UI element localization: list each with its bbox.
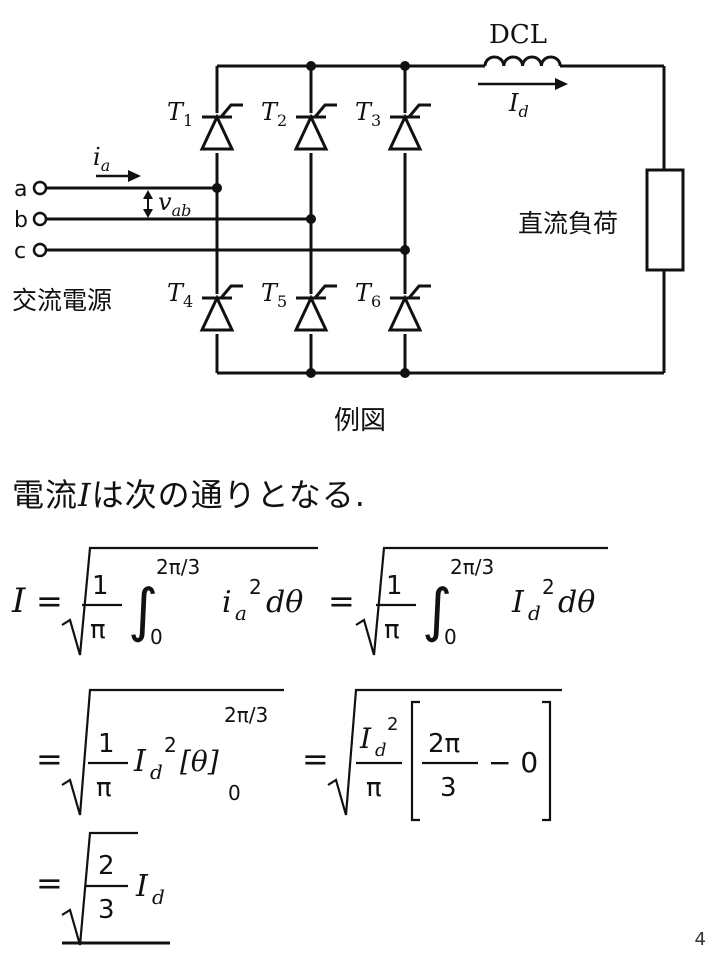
Id-sq: 2 [542, 575, 555, 599]
thyristor-label-T2: T2 [261, 98, 287, 130]
eq-sign-2: = [328, 582, 355, 620]
dtheta-2: dθ [558, 585, 595, 620]
terminal-a: a [14, 177, 27, 202]
statement-var: I [78, 476, 92, 514]
upper-limit-b: 2π/3 [450, 555, 494, 579]
svg-text:Id: Id [508, 89, 529, 121]
den-pi: π [90, 615, 106, 645]
phase-current-sub: a [101, 156, 111, 175]
den-3b: 3 [98, 895, 115, 925]
thyristor-T2 [293, 103, 337, 153]
Id-sq-2: 2 [164, 733, 177, 757]
num-1c: 1 [98, 729, 115, 759]
statement: 電流Iは次の通りとなる. [12, 470, 366, 516]
Id-var-4: I [135, 869, 149, 904]
Id-sub-3: d [375, 740, 387, 761]
statement-post: は次の通りとなる. [91, 476, 366, 514]
voltage-label: v [158, 188, 172, 216]
svg-text:ia: ia [93, 143, 110, 175]
lower-limit-c: 0 [228, 781, 241, 805]
lhs-I: I [11, 581, 26, 621]
svg-text:vab: vab [158, 188, 191, 220]
inductor-label: DCL [489, 20, 547, 50]
lower-limit: 0 [150, 625, 163, 649]
dc-current-sub: d [518, 102, 528, 121]
Id-sq-3: 2 [387, 714, 398, 735]
dc-current-label: I [508, 89, 519, 117]
thyristor-T5 [293, 284, 337, 334]
den-pi-c: π [96, 773, 112, 803]
den-pi-b: π [384, 615, 400, 645]
integral-sign: ∫ [128, 576, 158, 644]
thyristor-label-T6: T6 [355, 279, 381, 311]
Id-var-2: I [133, 744, 147, 779]
upper-limit-c: 2π/3 [224, 703, 268, 727]
terminal-c: c [14, 239, 26, 264]
figure-caption: 例図 [333, 406, 386, 436]
ia-sub: a [235, 601, 247, 625]
Id-sub-4: d [152, 885, 165, 909]
phase-current-label: i [93, 143, 101, 171]
dtheta-1: dθ [266, 585, 303, 620]
eq-sign-3: = [36, 740, 63, 778]
thyristor-label-T4: T4 [167, 279, 193, 311]
den-pi-d: π [366, 773, 382, 803]
ia-var: i [222, 585, 232, 620]
lower-limit-b: 0 [444, 625, 457, 649]
Id-var-3: I [359, 722, 372, 755]
thyristor-T3 [387, 103, 431, 153]
thyristor-T4 [199, 284, 243, 334]
thyristor-T6 [387, 284, 431, 334]
thyristor-label-T3: T3 [355, 98, 381, 130]
statement-pre: 電流 [12, 476, 79, 514]
dc-load-label: 直流負荷 [518, 209, 618, 238]
num-1b: 1 [386, 571, 403, 601]
upper-limit: 2π/3 [156, 555, 200, 579]
equations: I = 1 π ∫ 2π/3 0 i a 2 dθ = 1 π ∫ 2π/3 0… [11, 546, 608, 946]
inductor-coil [483, 55, 562, 67]
ac-source-label: 交流電源 [12, 286, 112, 315]
num-2: 2 [98, 851, 115, 881]
theta-bracket: [θ] [180, 745, 219, 778]
den-3: 3 [440, 773, 457, 803]
Id-sub: d [528, 601, 541, 625]
num-1: 1 [92, 571, 109, 601]
eq-sign-5: = [36, 864, 63, 902]
dc-load-box [645, 168, 685, 272]
minus-zero: − 0 [488, 746, 538, 779]
Id-var: I [511, 585, 525, 620]
voltage-sub: ab [172, 201, 192, 220]
page-number: 4 [694, 929, 706, 950]
thyristor-label-T1: T1 [167, 98, 193, 130]
ia-sq: 2 [249, 575, 262, 599]
eq-sign-4: = [302, 740, 329, 778]
Id-sub-2: d [150, 760, 163, 784]
thyristor-T1 [199, 103, 243, 153]
integral-sign-b: ∫ [422, 576, 452, 644]
eq-sign: = [36, 582, 63, 620]
terminal-b: b [14, 208, 28, 233]
thyristor-label-T5: T5 [261, 279, 287, 311]
num-2pi: 2π [428, 729, 460, 759]
